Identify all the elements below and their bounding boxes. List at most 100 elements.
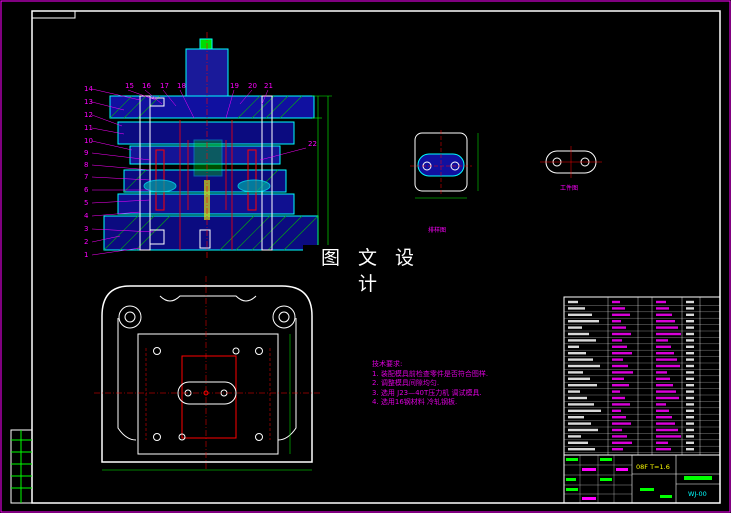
bom-cell-glyph: [568, 396, 587, 400]
bom-cell-glyph: [656, 396, 679, 400]
bom-cell-glyph: [656, 352, 674, 355]
bom-cell-glyph: [656, 313, 672, 316]
bom-cell-glyph: [686, 409, 694, 412]
bom-cell-glyph: [612, 332, 631, 336]
bom-cell-glyph: [686, 403, 694, 406]
bom-cell-glyph: [612, 345, 627, 348]
bom-cell-glyph: [656, 422, 675, 425]
bom-cell-glyph: [656, 300, 666, 304]
callout-top: 15: [125, 82, 134, 90]
title-block: 08F T=1.6 WJ-00: [563, 454, 721, 504]
callout-left: 14: [84, 85, 93, 93]
bom-cell-glyph: [686, 390, 694, 393]
bom-cell-glyph: [686, 377, 694, 380]
bom-cell-glyph: [656, 390, 676, 393]
bom-cell-glyph: [656, 339, 668, 342]
bom-cell-glyph: [656, 364, 680, 368]
bom-cell-glyph: [568, 345, 579, 348]
bom-cell-glyph: [612, 448, 623, 451]
bom-cell-glyph: [686, 448, 694, 451]
bom-cell-glyph: [656, 358, 677, 361]
bom-cell-glyph: [656, 435, 681, 438]
bom-cell-glyph: [686, 345, 694, 348]
drawing-number: WJ-00: [688, 490, 707, 498]
bom-cell-glyph: [568, 313, 592, 316]
tech-note-item: 3. 选用 J23—40T压力机 调试模具.: [372, 388, 482, 397]
tech-note-item: 2. 调整模具间隙均匀.: [372, 379, 440, 387]
bom-cell-glyph: [612, 416, 626, 419]
callout-left: 3: [84, 225, 88, 233]
bom-cell-glyph: [686, 300, 694, 304]
bom-cell-glyph: [686, 326, 694, 329]
bom-cell-glyph: [568, 416, 584, 419]
callout-top: 18: [177, 82, 186, 90]
callout-top: 20: [248, 82, 257, 90]
callout-left: 11: [84, 124, 93, 132]
bom-cell-glyph: [612, 339, 622, 342]
bom-cell-glyph: [568, 390, 580, 393]
tech-note-item: 1. 装配模具前检查零件是否符合图样.: [372, 369, 489, 378]
tech-notes-title: 技术要求:: [372, 360, 403, 368]
bom-cell-glyph: [612, 326, 626, 329]
plan-view: [94, 276, 320, 471]
bom-cell-glyph: [686, 416, 694, 419]
bom-cell-glyph: [568, 409, 601, 412]
bom-cell-glyph: [612, 364, 628, 368]
bom-cell-glyph: [656, 320, 675, 323]
bom-cell-glyph: [656, 326, 678, 329]
bom-cell-glyph: [568, 364, 600, 368]
callout-left: 6: [84, 186, 89, 194]
bom-cell-glyph: [686, 332, 694, 336]
side-strip: [10, 429, 33, 504]
bom-cell-glyph: [656, 377, 670, 380]
bom-cell-glyph: [686, 352, 694, 355]
bom-cell-glyph: [612, 377, 624, 380]
bom-cell-glyph: [686, 396, 694, 400]
bom-cell-glyph: [612, 409, 621, 412]
bom-cell-glyph: [568, 377, 590, 380]
callout-top: 16: [142, 82, 151, 90]
material-spec: 08F T=1.6: [636, 463, 670, 471]
bom-cell-glyph: [656, 371, 667, 374]
bom-cell-glyph: [656, 384, 673, 387]
bom-cell-glyph: [568, 300, 578, 304]
callout-top: 21: [264, 82, 273, 90]
strip-label: 排样图: [428, 226, 446, 234]
bom-cell-glyph: [612, 358, 623, 361]
bom-cell-glyph: [612, 390, 620, 393]
callout-left: 1: [84, 251, 88, 259]
bom-cell-glyph: [568, 320, 599, 323]
bom-cell-glyph: [568, 326, 582, 329]
bom-cell-glyph: [656, 307, 669, 310]
bom-cell-glyph: [612, 320, 621, 323]
bom-cell-glyph: [612, 435, 627, 438]
part-label: 工件图: [560, 184, 578, 192]
callout-left: 12: [84, 111, 93, 119]
callout-left: 10: [84, 137, 93, 145]
bom-cell-glyph: [656, 332, 681, 336]
bom-cell-glyph: [612, 396, 625, 400]
bom-cell-glyph: [568, 422, 591, 425]
tech-notes: 技术要求: 1. 装配模具前检查零件是否符合图样. 2. 调整模具间隙均匀. 3…: [372, 360, 488, 408]
watermark: 图 文 设 计: [303, 245, 438, 295]
bom-cell-glyph: [686, 428, 694, 432]
bom-cell-glyph: [656, 409, 669, 412]
callout-left: 2: [84, 238, 88, 246]
bom-cell-glyph: [568, 339, 596, 342]
bom-cell-glyph: [612, 441, 632, 444]
bom-cell-glyph: [568, 435, 581, 438]
bom-cell-glyph: [612, 307, 625, 310]
bom-cell-glyph: [612, 371, 633, 374]
callout-right: 22: [308, 140, 317, 148]
bom-cell-glyph: [568, 403, 594, 406]
bom-cell-glyph: [656, 448, 671, 451]
bom-cell-glyph: [568, 307, 585, 310]
bom-cell-glyph: [656, 428, 678, 432]
bom-cell-glyph: [568, 358, 593, 361]
callout-top: 17: [160, 82, 169, 90]
bom-cell-glyph: [656, 416, 672, 419]
bom-cell-glyph: [568, 332, 589, 336]
callout-left: 5: [84, 199, 88, 207]
bom-cell-glyph: [568, 441, 588, 444]
bom-cell-glyph: [686, 384, 694, 387]
